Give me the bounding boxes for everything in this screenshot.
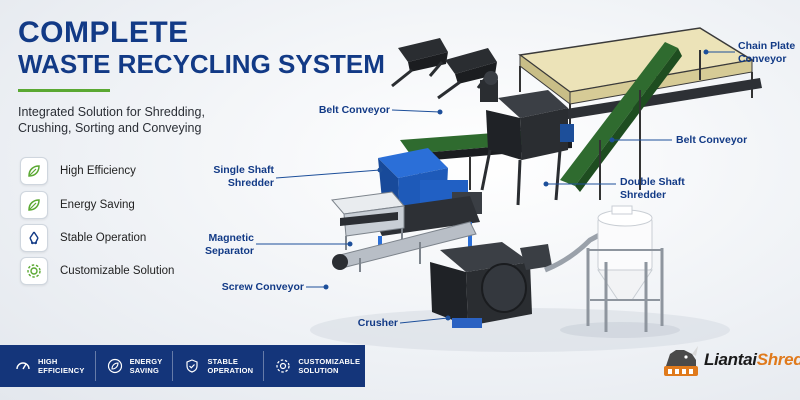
label-line: Chain Plate	[738, 40, 796, 52]
callout-dots	[323, 49, 709, 321]
gear-icon	[20, 257, 48, 285]
label-crusher: Crusher	[357, 317, 398, 329]
brand-name-part1: Liantai	[704, 350, 757, 369]
page-title: COMPLETE WASTE RECYCLING SYSTEM	[18, 16, 385, 79]
shield-check-icon	[183, 357, 201, 375]
title-underline	[18, 89, 110, 92]
label-line: Single Shaft	[213, 164, 274, 176]
recycle-icon	[20, 224, 48, 252]
feature-stable-operation: Stable Operation	[20, 224, 220, 252]
leaf-icon	[20, 157, 48, 185]
label-double-shaft-shredder: Double Shaft Shredder	[620, 176, 685, 202]
subtitle: Integrated Solution for Shredding, Crush…	[18, 105, 205, 135]
title-line-1: COMPLETE	[18, 16, 189, 49]
title-line-2: WASTE RECYCLING SYSTEM	[18, 49, 385, 79]
bottom-item-line2: EFFICIENCY	[38, 366, 85, 375]
screw-conveyor	[332, 221, 477, 272]
label-belt-conveyor-right: Belt Conveyor	[676, 134, 748, 146]
feature-energy-saving: Energy Saving	[20, 191, 220, 219]
label-magnetic-separator: Magnetic Separator	[190, 232, 254, 258]
bottom-item-line1: HIGH	[38, 357, 58, 366]
bottom-item-line2: SOLUTION	[298, 366, 339, 375]
bottom-item-line1: STABLE	[207, 357, 239, 366]
label-line: Shredder	[227, 177, 274, 189]
brand-name-part2: Shred	[756, 350, 800, 369]
leaf-icon	[106, 357, 124, 375]
label-line: Magnetic	[208, 232, 254, 244]
label-belt-conveyor-top: Belt Conveyor	[318, 104, 390, 116]
storage-silo	[586, 205, 664, 332]
label-line: Double Shaft	[620, 176, 685, 188]
brand-logo: LiantaiShred	[662, 340, 800, 380]
feature-label: Customizable Solution	[60, 265, 175, 277]
crusher	[430, 242, 552, 328]
gauge-icon	[14, 357, 32, 375]
bottom-item-line2: OPERATION	[207, 366, 254, 375]
leaf-icon	[20, 191, 48, 219]
feature-high-efficiency: High Efficiency	[20, 157, 220, 185]
feature-label: Energy Saving	[60, 199, 135, 211]
bottom-item-line2: SAVING	[129, 366, 159, 375]
feed-hopper-1	[391, 38, 448, 88]
label-line: Conveyor	[738, 53, 787, 65]
feature-label: High Efficiency	[60, 165, 136, 177]
label-line: Shredder	[620, 189, 667, 201]
callout-leaders	[256, 51, 735, 324]
feature-label: Stable Operation	[60, 232, 147, 244]
label-chain-plate-conveyor: Chain Plate Conveyor	[738, 40, 795, 66]
label-single-shaft-shredder: Single Shaft Shredder	[200, 164, 274, 190]
bottom-item-line1: ENERGY	[129, 357, 163, 366]
feature-customizable-solution: Customizable Solution	[20, 257, 220, 285]
label-line: Separator	[204, 245, 254, 257]
transfer-pipe	[544, 229, 607, 273]
belt-conveyor-inclined	[560, 42, 682, 200]
bottom-item-line1: CUSTOMIZABLE	[298, 357, 361, 366]
rhino-logo-icon	[664, 346, 698, 376]
gear-icon	[274, 357, 292, 375]
double-shaft-shredder	[480, 71, 574, 206]
brand-name: LiantaiShred	[704, 350, 800, 370]
label-screw-conveyor: Screw Conveyor	[221, 281, 304, 293]
magnetic-separator	[331, 191, 405, 250]
